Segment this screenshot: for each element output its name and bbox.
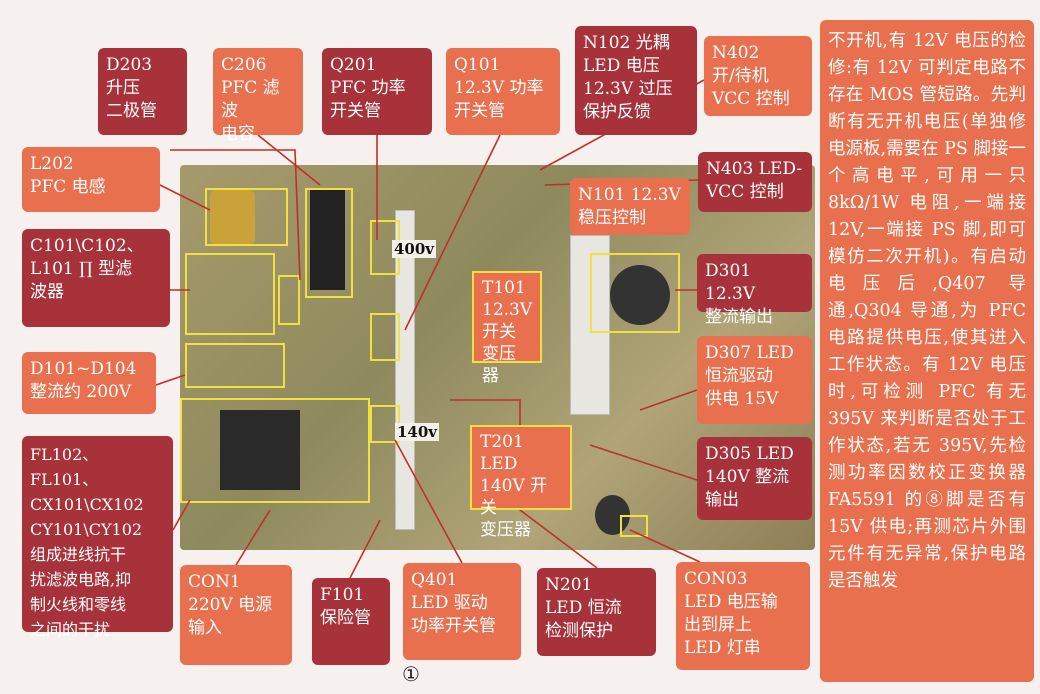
label-n402: N402 开/待机 VCC 控制 (704, 36, 812, 116)
label-con1: CON1 220V 电源 输入 (180, 565, 292, 665)
label-q401: Q401 LED 驱动 功率开关管 (403, 563, 521, 660)
label-q101: Q101 12.3V 功率 开关管 (446, 48, 560, 135)
label-d301: D301 12.3V 整流输出 (697, 254, 812, 327)
label-c206: C206 PFC 滤波 电容 (213, 48, 303, 144)
highlight-box (278, 275, 300, 325)
label-d101: D101~D104 整流约 200V (22, 352, 156, 414)
repair-notes-panel: 不开机,有 12V 电压的检修:有 12V 可判定电路不存在 MOS 管短路。先… (820, 20, 1034, 682)
inductor (210, 190, 255, 245)
highlight-box (185, 253, 275, 335)
label-n102: N102 光耦 LED 电压 12.3V 过压 保护反馈 (575, 26, 697, 135)
transformer (220, 410, 300, 490)
label-q201: Q201 PFC 功率 开关管 (322, 48, 432, 135)
highlight-box (205, 188, 288, 246)
label-t101: T101 12.3V 开关 变压器 (472, 271, 542, 386)
label-f101: F101 保险管 (312, 578, 390, 665)
label-l202: L202 PFC 电感 (22, 147, 160, 212)
label-n101: N101 12.3V 稳压控制 (570, 178, 690, 235)
label-d305: D305 LED 140V 整流 输出 (697, 437, 812, 520)
label-n403: N403 LED- VCC 控制 (698, 152, 812, 212)
label-c101: C101\C102、 L101 ∏ 型滤 波器 (22, 229, 170, 327)
capacitor (310, 190, 345, 290)
voltage-400v: 400v (392, 240, 437, 258)
label-d203: D203 升压 二极管 (98, 48, 187, 135)
label-con03: CON03 LED 电压输 出到屏上 LED 灯串 (676, 562, 810, 670)
label-fl102: FL102、FL101、 CX101\CX102 CY101\CY102 组成进… (22, 436, 173, 639)
highlight-box (185, 343, 285, 388)
highlight-box (590, 253, 680, 333)
label-d307: D307 LED 恒流驱动 供电 15V (697, 336, 812, 424)
highlight-box (370, 313, 400, 361)
highlight-box (180, 398, 370, 503)
label-n201: N201 LED 恒流 检测保护 (537, 568, 656, 656)
figure-number: ① (402, 662, 420, 686)
label-t201: T201 LED 140V 开关 变压器 (470, 425, 572, 540)
capacitor (610, 265, 670, 325)
voltage-140v: 140v (395, 423, 440, 441)
highlight-box (305, 188, 353, 298)
highlight-box (620, 515, 648, 537)
